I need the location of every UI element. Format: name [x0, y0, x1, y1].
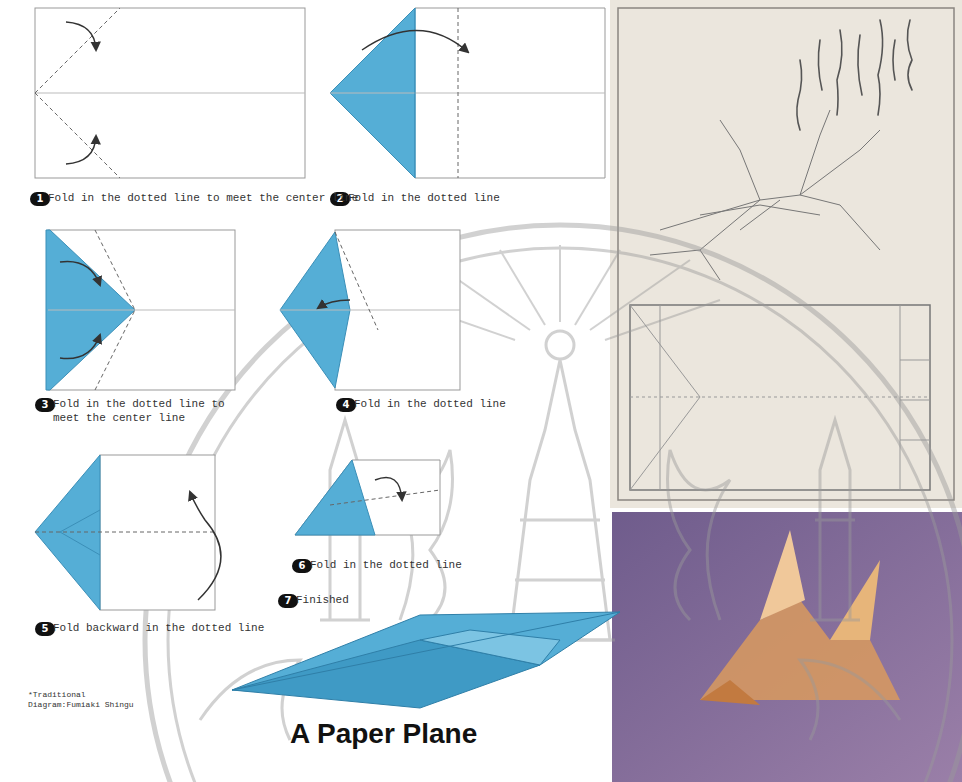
credit-note: *Traditional	[28, 690, 86, 700]
step-number: 1	[30, 192, 50, 206]
model-photo	[612, 512, 962, 782]
step1-figure	[35, 8, 305, 178]
step-caption: Fold in the dotted line	[354, 397, 506, 411]
diagram-title: A Paper Plane	[290, 718, 477, 750]
step-caption: Fold in the dotted line	[310, 558, 462, 572]
credit-note: Diagram:Fumiaki Shingu	[28, 700, 134, 710]
step-number-circle: 4	[336, 398, 356, 412]
step3-figure	[46, 230, 235, 390]
step-number: 5	[35, 622, 55, 636]
step-caption: Fold in the dotted line to meet the cent…	[53, 397, 243, 425]
step-caption: Fold in the dotted line	[348, 191, 500, 205]
step-caption: Fold in the dotted line to meet the cent…	[48, 191, 358, 205]
finished-plane	[232, 612, 620, 708]
step-number-circle: 1	[30, 192, 50, 206]
step4-figure	[280, 230, 460, 390]
step5-figure	[35, 455, 221, 610]
step-number: 3	[35, 398, 55, 412]
step-number-circle: 6	[292, 559, 312, 573]
step-number: 7	[278, 594, 298, 608]
step-number: 4	[336, 398, 356, 412]
step-number-circle: 3	[35, 398, 55, 412]
step-caption: Finished	[296, 593, 349, 607]
step-caption: Fold backward in the dotted line	[53, 621, 264, 635]
step-number: 6	[292, 559, 312, 573]
watermark-seal	[145, 225, 962, 782]
step-number-circle: 7	[278, 594, 298, 608]
step6-figure	[295, 460, 440, 535]
step-number-circle: 5	[35, 622, 55, 636]
step2-figure	[330, 8, 605, 178]
crane-sketch	[610, 0, 962, 508]
